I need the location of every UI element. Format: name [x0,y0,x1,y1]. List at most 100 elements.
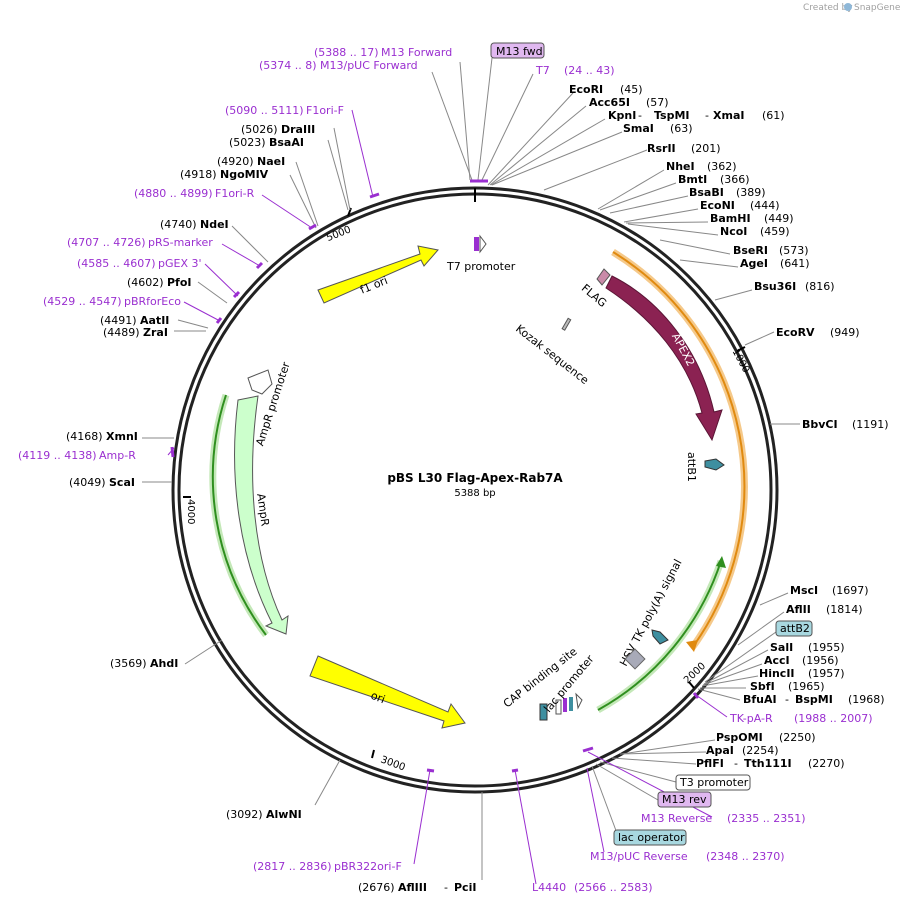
lac-block-b[interactable] [563,698,567,712]
enzyme-hincii-pos: (1957) [808,667,845,680]
enzyme-bbvci[interactable]: BbvCI [802,418,838,431]
enzyme-xmni[interactable]: XmnI [106,430,138,443]
primer-m13-reverse-range: (2335 .. 2351) [727,812,806,825]
enzyme-bspmi[interactable]: BspMI [795,693,833,706]
enzyme-bseri[interactable]: BseRI [733,244,768,257]
primer-t7-range: (24 .. 43) [564,64,615,77]
primer-pbr322ori-name: pBR322ori-F [334,860,402,873]
primer-ampr-name: Amp-R [99,449,136,462]
enzyme-msci-pos: (1697) [832,584,869,597]
ampr-promoter-arrow[interactable] [247,369,273,395]
attb1-label: attB1 [685,452,698,482]
enzyme-bmti[interactable]: BmtI [678,173,707,186]
enzyme-pspomi[interactable]: PspOMI [716,731,763,744]
enzyme-bamhi[interactable]: BamHI [710,212,751,225]
enzyme-ahdi-pos: (3569) [110,657,147,670]
primer-m13puc-reverse-range: (2348 .. 2370) [706,850,785,863]
tick-mark-3000 [371,749,375,759]
enzyme-bsaai[interactable]: BsaAI [269,136,304,149]
hsv-arc[interactable] [597,560,722,711]
enzyme-kpni-sep2: - [705,109,709,122]
enzyme-zrai[interactable]: ZraI [143,326,168,339]
primer-f1orir-range: (4880 .. 4899) [134,187,213,200]
enzyme-naei-pos: (4920) [217,155,254,168]
enzyme-bfuai-pos: (1968) [848,693,885,706]
enzyme-aatii[interactable]: AatII [140,314,169,327]
t7-promoter-block[interactable] [474,237,479,251]
primer-pbr322ori-range: (2817 .. 2836) [253,860,332,873]
tick-mark-5000 [347,207,352,217]
enzyme-nhei[interactable]: NheI [666,160,695,173]
attb2-feature[interactable] [651,629,669,645]
enzyme-alwni[interactable]: AlwNI [266,808,302,821]
primer-l4440-range: (2566 .. 2583) [574,881,653,894]
enzyme-bbvci-pos: (1191) [852,418,889,431]
enzyme-naei[interactable]: NaeI [257,155,285,168]
primer-pgex3-range: (4585 .. 4607) [77,257,156,270]
enzyme-xmai[interactable]: XmaI [713,109,744,122]
enzyme-ncoi[interactable]: NcoI [720,225,747,238]
lac-promoter-arrow[interactable] [575,692,583,710]
enzyme-pflfi[interactable]: PflFI [696,757,724,770]
enzyme-ngomiv[interactable]: NgoMIV [220,168,269,181]
enzyme-rsrii[interactable]: RsrII [647,142,676,155]
enzyme-smai[interactable]: SmaI [623,122,654,135]
enzyme-acci[interactable]: AccI [764,654,790,667]
cap-binding-block[interactable] [539,703,548,721]
flag-label: FLAG [579,282,609,310]
primer-ring-marks [170,179,700,773]
attb1-arrow[interactable] [704,458,725,471]
apex2-arrow[interactable] [605,275,723,442]
enzyme-agei[interactable]: AgeI [740,257,768,270]
enzyme-acc65i[interactable]: Acc65I [589,96,630,109]
primer-leader-lines [167,109,728,885]
grey-feature[interactable] [624,648,646,670]
enzyme-ecori[interactable]: EcoRI [569,83,603,96]
m13-rev-box[interactable] [657,791,712,808]
t7-promoter-arrow[interactable] [479,234,487,254]
enzyme-bfuai[interactable]: BfuAI [743,693,777,706]
enzyme-hincii[interactable]: HincII [759,667,795,680]
kozak-label: Kozak sequence [513,322,591,387]
credit-prefix: Created by [803,3,853,13]
enzyme-pfoi[interactable]: PfoI [167,276,192,289]
flag-block[interactable] [596,268,611,286]
enzyme-afliii[interactable]: AflIII [398,881,427,894]
lac-block-a[interactable] [555,699,562,715]
enzyme-ndei[interactable]: NdeI [200,218,229,231]
enzyme-msci[interactable]: MscI [790,584,818,597]
enzyme-scai[interactable]: ScaI [109,476,135,489]
enzyme-afliii-pos: (2676) [358,881,395,894]
enzyme-bsu36i[interactable]: Bsu36I [754,280,796,293]
enzyme-sbfi[interactable]: SbfI [750,680,775,693]
enzyme-bfuai-sep: - [785,693,789,706]
attb2-box[interactable] [775,620,813,637]
m13-fwd-box[interactable] [490,42,545,59]
primer-m13puc-forward-range: (5374 .. 8) [259,59,317,72]
kozak-block[interactable] [561,317,572,331]
ori-arrow[interactable] [309,655,466,729]
enzyme-bsabi[interactable]: BsaBI [689,186,724,199]
enzyme-apai[interactable]: ApaI [706,744,734,757]
enzyme-sali-pos: (1955) [808,641,845,654]
primer-prsmarker-range: (4707 .. 4726) [67,236,146,249]
t3-promoter-box[interactable] [675,774,751,791]
enzyme-aflii[interactable]: AflII [786,603,811,616]
lac-operator-box[interactable] [613,829,687,846]
ampr-arrow[interactable] [234,395,289,635]
enzyme-ecorv[interactable]: EcoRV [776,326,815,339]
orange-arc-head [686,640,698,652]
enzyme-tspmi[interactable]: TspMI [654,109,690,122]
f1-ori-arrow[interactable] [317,245,439,304]
enzyme-pcii[interactable]: PciI [454,881,476,894]
enzyme-draiii[interactable]: DraIII [281,123,315,136]
enzyme-econi[interactable]: EcoNI [700,199,735,212]
enzyme-ahdi[interactable]: AhdI [150,657,178,670]
enzyme-tth111i[interactable]: Tth111I [744,757,792,770]
plasmid-length: 5388 bp [454,488,495,499]
enzyme-kpni[interactable]: KpnI [608,109,636,122]
enzyme-aatii-pos: (4491) [100,314,137,327]
enzyme-sali[interactable]: SalI [770,641,793,654]
lac-block-c[interactable] [569,697,573,711]
